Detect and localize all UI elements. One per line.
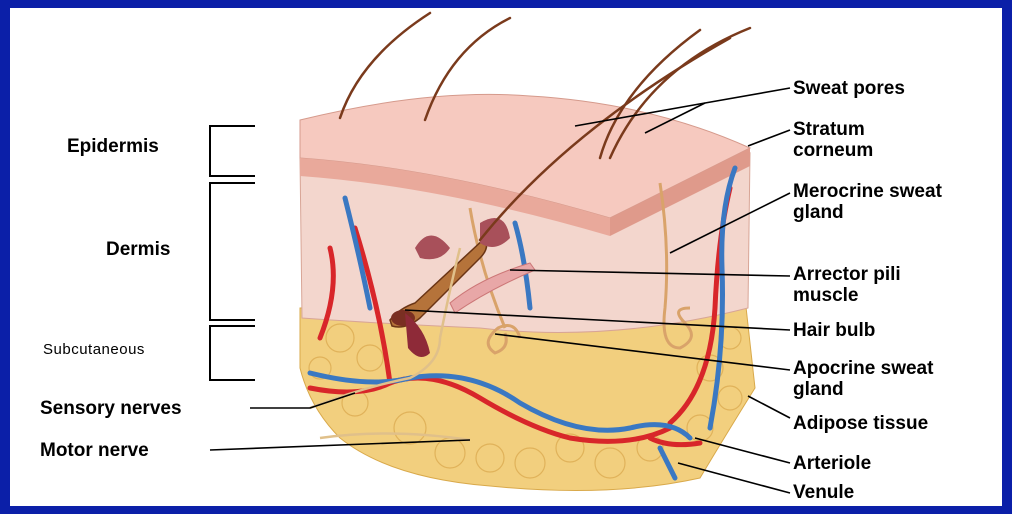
label-sensory-nerves: Sensory nerves	[40, 398, 182, 419]
label-merocrine-line1: Merocrine sweat	[793, 181, 942, 202]
label-adipose-tissue: Adipose tissue	[793, 413, 928, 434]
label-arrector-line1: Arrector pili	[793, 264, 901, 285]
label-arrector-line2: muscle	[793, 285, 858, 306]
label-venule: Venule	[793, 482, 854, 503]
label-apocrine-line1: Apocrine sweat	[793, 358, 933, 379]
label-dermis: Dermis	[106, 239, 170, 260]
label-merocrine-line2: gland	[793, 202, 844, 223]
label-motor-nerve: Motor nerve	[40, 440, 149, 461]
label-subcutaneous: Subcutaneous	[43, 339, 145, 360]
label-arteriole: Arteriole	[793, 453, 871, 474]
diagram-frame: Epidermis Dermis Subcutaneous Sensory ne…	[10, 8, 1002, 506]
label-stratum-corneum-line2: corneum	[793, 140, 873, 161]
label-epidermis: Epidermis	[67, 136, 159, 157]
label-sweat-pores: Sweat pores	[793, 78, 905, 99]
label-apocrine-line2: gland	[793, 379, 844, 400]
label-hair-bulb: Hair bulb	[793, 320, 875, 341]
label-stratum-corneum-line1: Stratum	[793, 119, 865, 140]
layer-brackets	[210, 126, 255, 380]
